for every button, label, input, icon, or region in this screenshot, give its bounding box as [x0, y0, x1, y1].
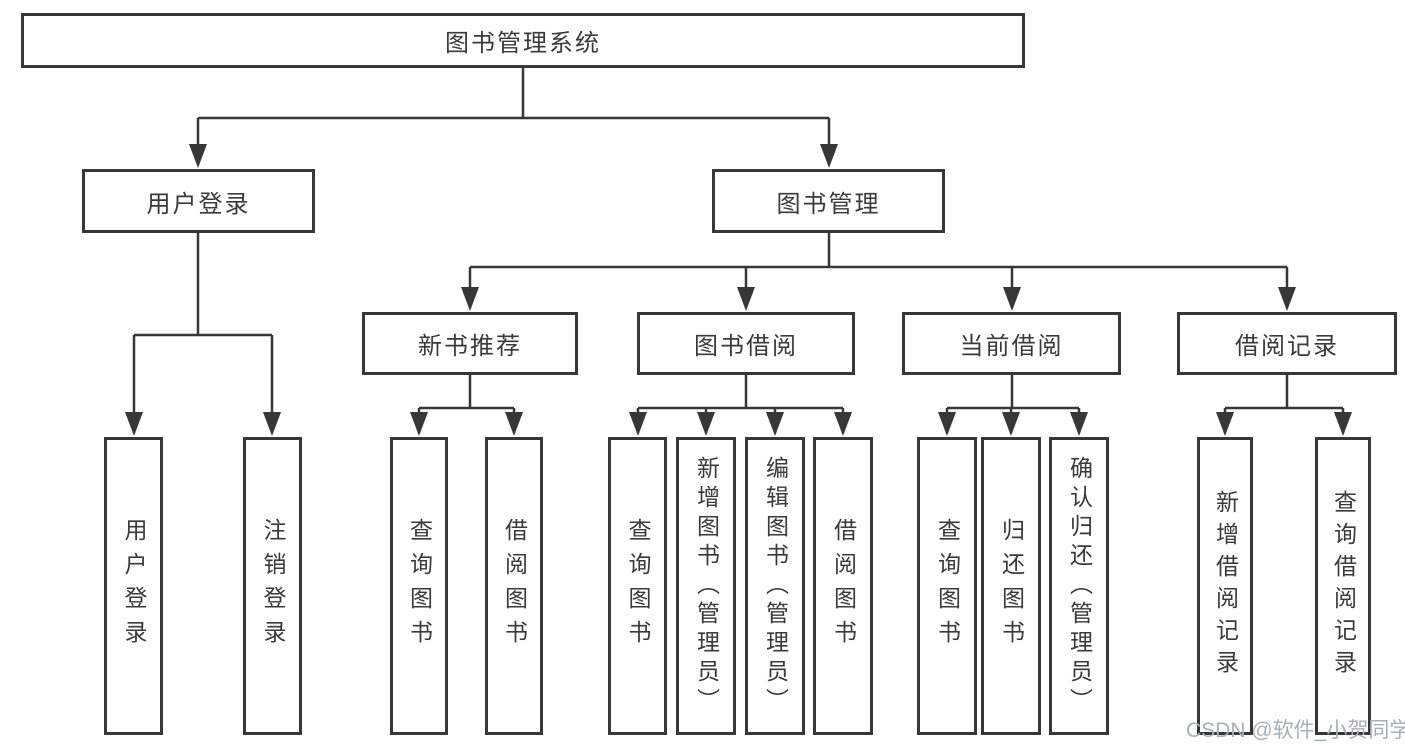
arrowhead-1-0	[461, 287, 479, 311]
leaf-return-books: 归还图书	[981, 437, 1041, 735]
leaf-query-borrow-record: 查询借阅记录	[1315, 437, 1371, 735]
node-user-login-label: 用户登录	[146, 190, 251, 218]
node-user-login: 用户登录	[82, 169, 315, 233]
arrowhead-0-1	[820, 144, 838, 168]
node-library-system-label: 图书管理系统	[445, 30, 601, 57]
leaf-return-books-label: 归还图书	[998, 518, 1025, 654]
leaf-query-books-recommend-label: 查询图书	[406, 518, 433, 654]
node-new-book-recommendation-label: 新书推荐	[418, 333, 522, 360]
connector-branch-1	[468, 233, 1289, 308]
arrowhead-2-0	[125, 412, 143, 436]
arrowhead-3-0	[410, 412, 428, 436]
node-book-management: 图书管理	[712, 169, 945, 233]
leaf-borrow-books-recommend: 借阅图书	[485, 437, 543, 735]
leaf-borrow-books-borrowing-label: 借阅图书	[830, 518, 857, 654]
connector-branch-0	[196, 68, 831, 165]
node-borrowing-records: 借阅记录	[1177, 312, 1397, 375]
arrowhead-0-0	[189, 144, 207, 168]
arrowhead-2-1	[263, 412, 281, 436]
leaf-query-books-borrowing-label: 查询图书	[625, 518, 651, 654]
arrowhead-4-3	[834, 412, 852, 436]
arrowhead-6-0	[1216, 412, 1234, 436]
node-new-book-recommendation: 新书推荐	[362, 312, 578, 375]
connector-branch-2	[132, 233, 274, 433]
leaf-query-books-current-label: 查询图书	[934, 518, 961, 654]
leaf-logout: 注销登录	[243, 437, 302, 735]
node-book-borrowing: 图书借阅	[637, 312, 855, 375]
leaf-edit-books-admin-label: 编辑图书（管理员）	[762, 455, 789, 717]
arrowhead-4-2	[766, 412, 784, 436]
arrowhead-5-2	[1070, 412, 1088, 436]
leaf-user-login-label: 用户登录	[121, 518, 147, 654]
arrowhead-4-0	[629, 412, 647, 436]
leaf-borrow-books-recommend-label: 借阅图书	[501, 518, 528, 654]
node-current-borrowing-label: 当前借阅	[959, 333, 1064, 360]
arrowhead-1-1	[737, 287, 755, 311]
leaf-add-borrow-record: 新增借阅记录	[1197, 437, 1253, 735]
node-book-borrowing-label: 图书借阅	[694, 333, 798, 360]
node-current-borrowing: 当前借阅	[902, 312, 1121, 375]
arrowhead-6-1	[1334, 412, 1352, 436]
leaf-query-books-borrowing: 查询图书	[608, 437, 667, 735]
arrowhead-5-0	[938, 412, 956, 436]
leaf-logout-label: 注销登录	[260, 518, 286, 654]
node-borrowing-records-label: 借阅记录	[1235, 333, 1339, 360]
leaf-query-books-recommend: 查询图书	[390, 437, 448, 735]
watermark: CSDN @软件_小贺同学	[1186, 719, 1405, 742]
leaf-add-books-admin-label: 新增图书（管理员）	[693, 455, 720, 717]
leaf-query-borrow-record-label: 查询借阅记录	[1330, 490, 1357, 682]
leaf-confirm-return-admin-label: 确认归还（管理员）	[1066, 455, 1093, 717]
node-book-management-label: 图书管理	[776, 190, 881, 218]
leaf-query-books-current: 查询图书	[917, 437, 977, 735]
leaf-user-login: 用户登录	[104, 437, 163, 735]
leaf-add-borrow-record-label: 新增借阅记录	[1212, 490, 1239, 682]
connector-branch-4	[636, 375, 845, 433]
arrowhead-3-1	[505, 412, 523, 436]
arrowhead-1-2	[1003, 287, 1021, 311]
connector-branch-3	[417, 375, 516, 433]
leaf-confirm-return-admin: 确认归还（管理员）	[1049, 437, 1109, 735]
arrowhead-1-3	[1278, 287, 1296, 311]
connector-branch-6	[1223, 375, 1345, 433]
leaf-edit-books-admin: 编辑图书（管理员）	[745, 437, 805, 735]
arrowhead-4-1	[697, 412, 715, 436]
leaf-borrow-books-borrowing: 借阅图书	[813, 437, 873, 735]
arrowhead-5-1	[1002, 412, 1020, 436]
leaf-add-books-admin: 新增图书（管理员）	[676, 437, 736, 735]
node-library-system: 图书管理系统	[21, 13, 1025, 68]
